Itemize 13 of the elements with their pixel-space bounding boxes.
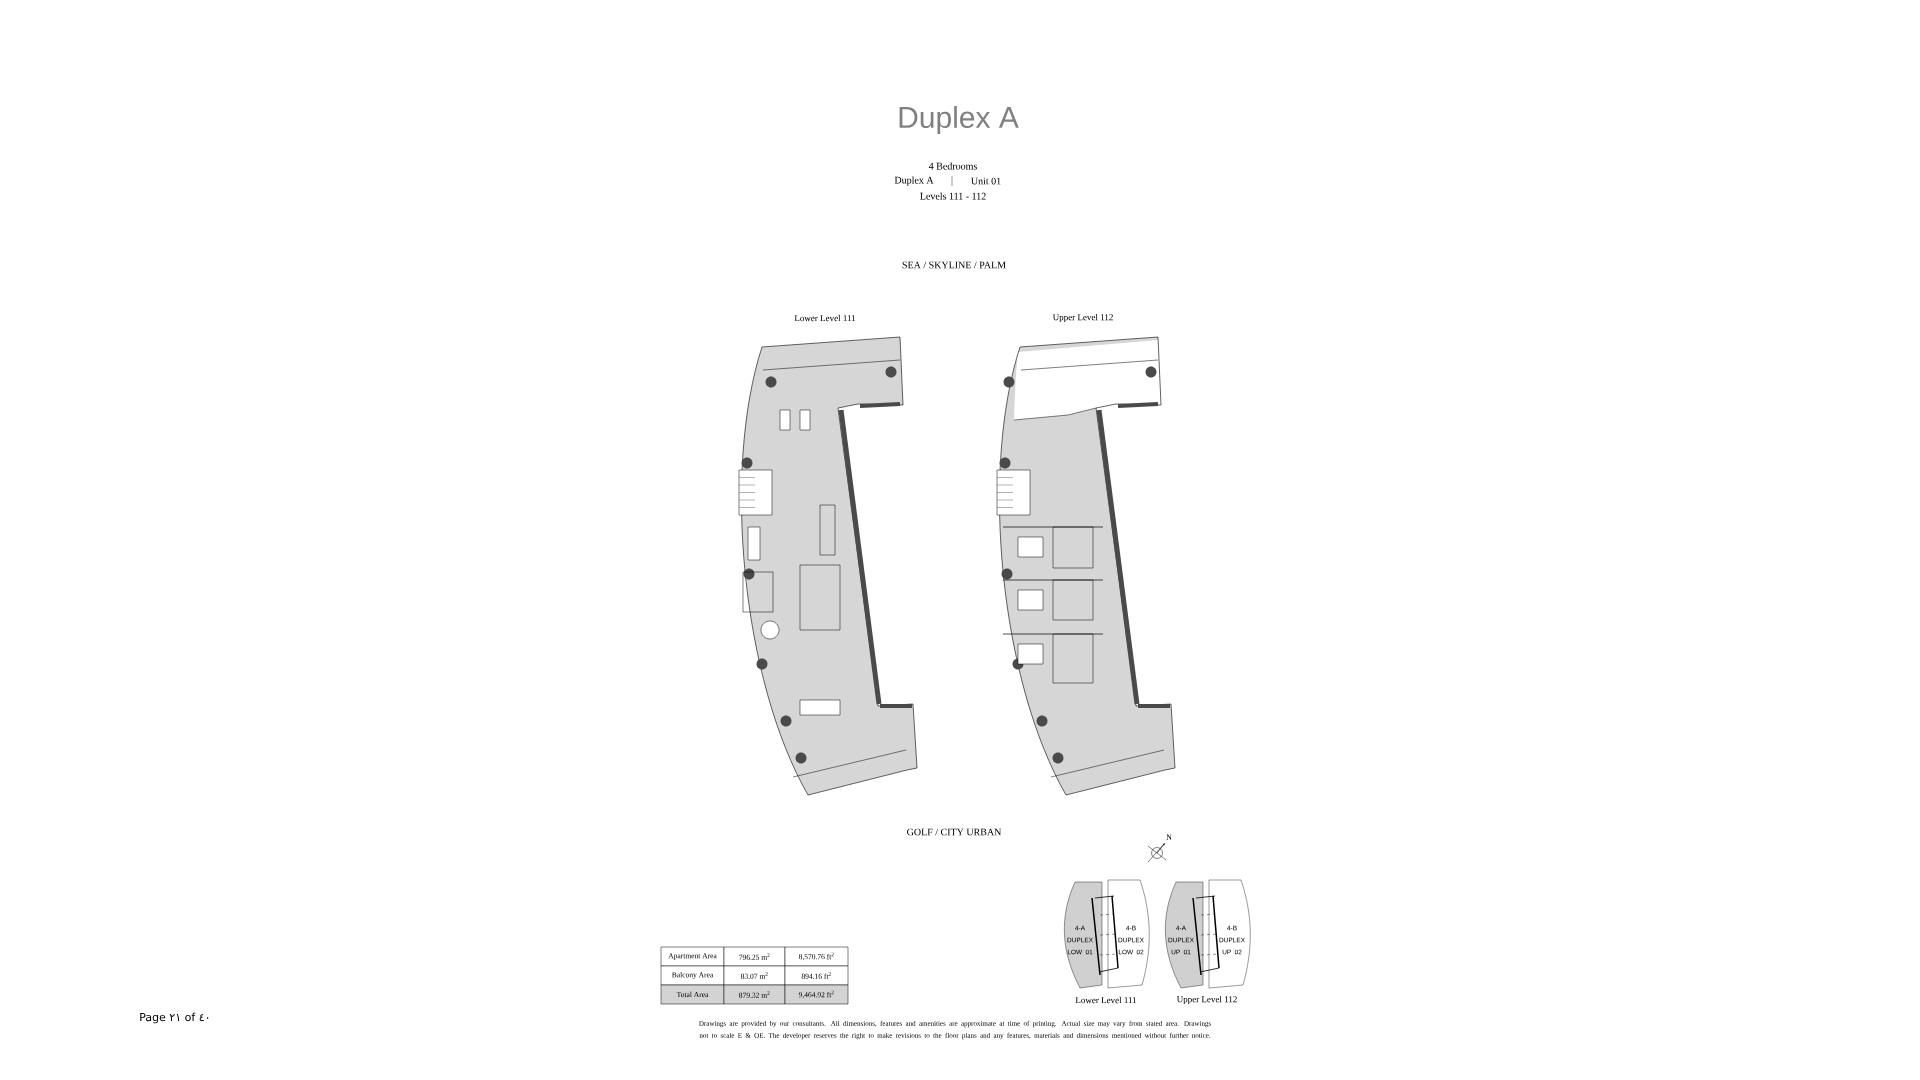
subtitle: Levels 111 - 112: [920, 192, 986, 200]
subtitle: 4 Bedrooms: [928, 162, 977, 170]
page-title: Duplex A: [899, 106, 1019, 134]
plan-caption: Upper Level 112: [1176, 995, 1237, 1005]
subtitle: Unit 01: [971, 177, 1001, 185]
view-label: GOLF / CITY URBAN: [907, 828, 1002, 836]
compass-label: N: [1166, 834, 1172, 840]
subtitle: Duplex A: [894, 176, 934, 186]
plan-caption: Lower Level 111: [1075, 996, 1137, 1004]
plan-heading: Upper Level 112: [1052, 313, 1113, 323]
view-label: SEA / SKYLINE / PALM: [902, 261, 1006, 269]
plan-heading: Lower Level 111: [794, 314, 856, 322]
page-number: Page ٢١ of ٤٠: [140, 1012, 209, 1024]
